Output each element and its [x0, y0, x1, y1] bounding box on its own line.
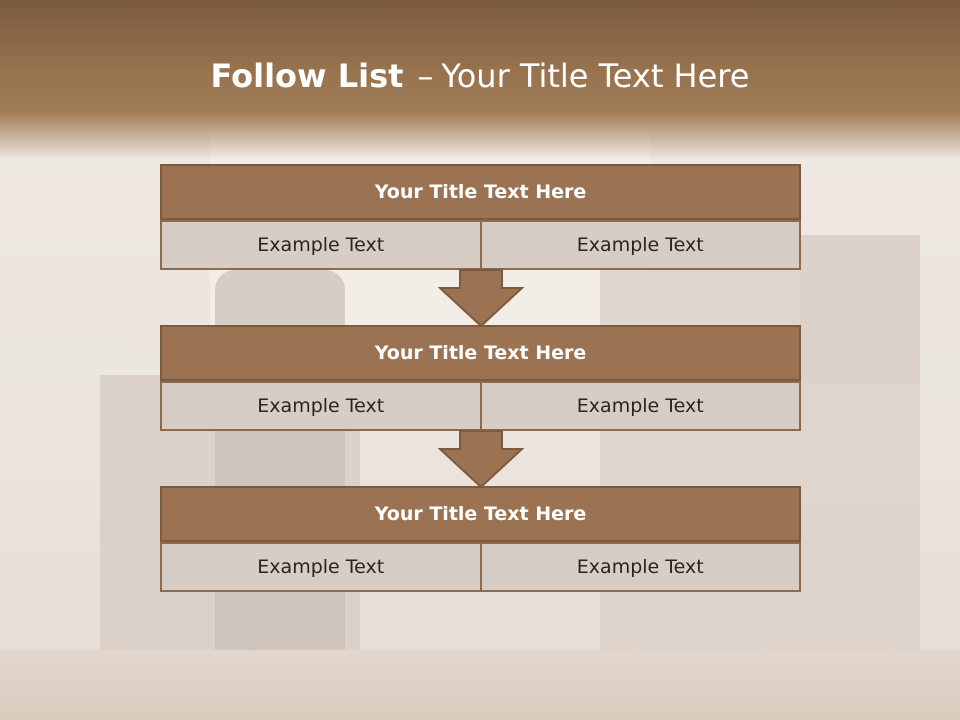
title-band: [0, 0, 960, 160]
down-arrow-icon: [438, 269, 524, 328]
list-block-row: Example Text Example Text: [160, 542, 801, 592]
background-floor: [0, 650, 960, 720]
list-block-2: Your Title Text Here Example Text Exampl…: [160, 325, 801, 431]
background-cubicle-right: [600, 235, 920, 720]
list-block-title: Your Title Text Here: [160, 486, 801, 542]
list-block-1: Your Title Text Here Example Text Exampl…: [160, 164, 801, 270]
list-block-cell-left: Example Text: [160, 220, 482, 270]
down-arrow-icon: [438, 430, 524, 489]
list-block-3: Your Title Text Here Example Text Exampl…: [160, 486, 801, 592]
list-block-cell-right: Example Text: [481, 220, 801, 270]
list-block-cell-left: Example Text: [160, 381, 482, 431]
list-block-row: Example Text Example Text: [160, 381, 801, 431]
slide-title-rest: Your Title Text Here: [441, 57, 750, 95]
list-block-title: Your Title Text Here: [160, 164, 801, 220]
slide-title: Follow List–Your Title Text Here: [0, 54, 960, 98]
list-block-cell-left: Example Text: [160, 542, 482, 592]
list-block-cell-right: Example Text: [481, 542, 801, 592]
slide-title-bold: Follow List: [210, 57, 404, 95]
list-block-cell-right: Example Text: [481, 381, 801, 431]
list-block-title: Your Title Text Here: [160, 325, 801, 381]
slide-title-dash: –: [417, 57, 434, 95]
list-block-row: Example Text Example Text: [160, 220, 801, 270]
